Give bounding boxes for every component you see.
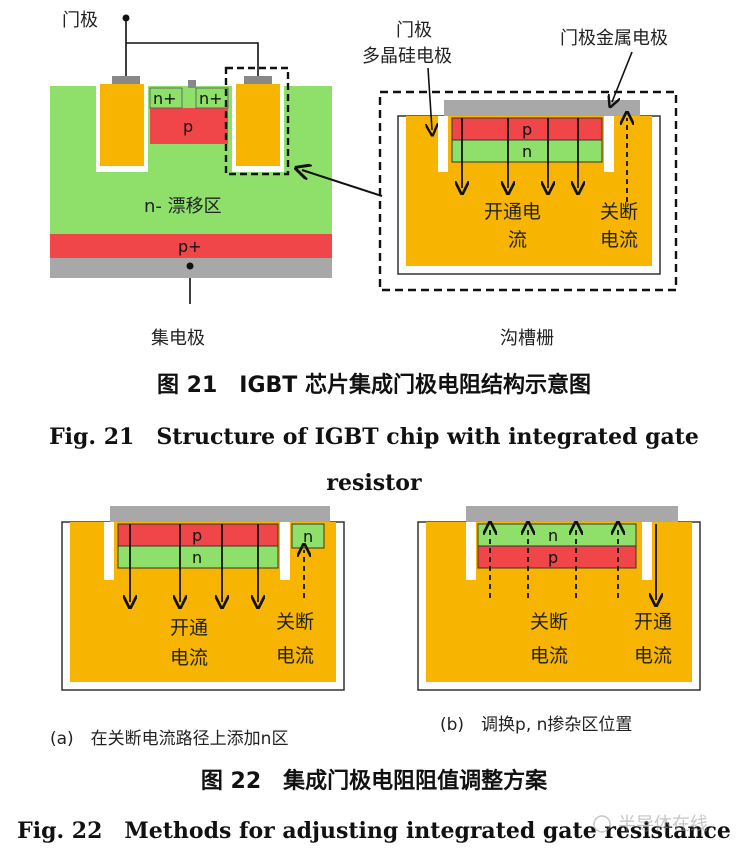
- metal-gate-pointer: [612, 51, 633, 102]
- watermark-text: 半导体在线: [618, 814, 708, 835]
- on-current-arrows: [462, 118, 578, 188]
- highlight-box: [224, 66, 290, 176]
- p-plus-label: p+: [178, 237, 202, 256]
- fig21-caption-en-2: resistor: [326, 470, 422, 496]
- fig22a-off-label-1: 关断: [276, 611, 314, 633]
- emitter-contact: [188, 80, 196, 88]
- watermark: 半导体在线: [593, 814, 708, 835]
- igbt-cross-section: [50, 14, 332, 304]
- collector-label: 集电极: [151, 328, 205, 349]
- gate-pad-left: [112, 76, 140, 84]
- n-plus-region-left: [149, 87, 183, 109]
- fig22b-on-label-1: 开通: [634, 611, 672, 633]
- fig22a-on-label-1: 开通: [170, 617, 208, 639]
- fig22b-off-label-1: 关断: [530, 611, 568, 633]
- fig22-caption-en: Fig. 22 Methods for adjusting integrated…: [17, 818, 731, 844]
- on-current-label-1: 开通电: [484, 201, 541, 223]
- fig22b-caption: (b) 调换p, n掺杂区位置: [440, 715, 632, 735]
- p-plus-layer: [50, 234, 332, 258]
- trench-poly-right: [236, 84, 280, 166]
- p-region-label: p: [522, 120, 532, 139]
- fig22-caption-cn: 图 22 集成门极电阻阻值调整方案: [201, 768, 548, 794]
- fig22b-off-label-2: 电流: [530, 645, 568, 667]
- off-current-label-2: 电流: [600, 229, 638, 251]
- fig22b-diagram: [417, 506, 701, 691]
- gate-metal-strip: [110, 506, 330, 522]
- n-region-label: n: [522, 142, 532, 161]
- off-current-label-1: 关断: [600, 201, 638, 223]
- trench-label: 沟槽栅: [500, 328, 554, 349]
- trench-poly-left: [100, 84, 144, 166]
- gate-metal-strip: [466, 506, 678, 522]
- fig22b-p-label: p: [548, 548, 558, 567]
- p-body-region: [150, 108, 228, 144]
- watermark-logo-icon: [593, 815, 611, 833]
- gate-wire: [125, 42, 259, 76]
- p-body-label: p: [183, 117, 193, 136]
- on-current-label-2: 流: [508, 229, 527, 251]
- n-plus-label-2: n+: [199, 89, 223, 108]
- fig21-caption-cn: 图 21 IGBT 芯片集成门极电阻结构示意图: [157, 372, 591, 398]
- fig22b-on-label-2: 电流: [634, 645, 672, 667]
- metal-gate-label: 门极金属电极: [560, 28, 668, 49]
- n-plus-label-1: n+: [153, 89, 177, 108]
- poly-gate-pointer: [428, 67, 432, 130]
- collector-terminal-dot: [186, 262, 194, 270]
- zoom-arrow: [302, 170, 383, 197]
- zoom-frame: [378, 90, 678, 292]
- fig22a-small-n-label: n: [303, 527, 313, 546]
- off-current-arrows: [490, 528, 618, 598]
- drift-label: n- 漂移区: [144, 196, 222, 217]
- fig22a-n-label: n: [192, 548, 202, 567]
- n-region: [451, 139, 603, 163]
- p-region: [477, 545, 637, 569]
- gate-pad-right: [244, 76, 272, 84]
- fig22a-on-label-2: 电流: [170, 647, 208, 669]
- gate-metal-strip: [444, 100, 640, 116]
- fig22a-off-label-2: 电流: [276, 645, 314, 667]
- fig22a-caption: (a) 在关断电流路径上添加n区: [50, 729, 288, 749]
- poly-gate-label-1: 门极: [396, 20, 432, 41]
- fig22a-p-label: p: [192, 526, 202, 545]
- fig21-caption-en-1: Fig. 21 Structure of IGBT chip with inte…: [49, 424, 699, 450]
- oxide-gap-right: [604, 116, 614, 172]
- gate-label: 门极: [62, 10, 98, 31]
- n-plus-region-right: [195, 87, 229, 109]
- n-region: [117, 545, 279, 569]
- fig22b-n-label: n: [548, 526, 558, 545]
- on-current-arrows: [130, 524, 258, 602]
- poly-gate-label-2: 多晶硅电极: [362, 46, 452, 67]
- oxide-gap-left: [438, 116, 448, 172]
- trench-gate-detail: [378, 51, 678, 292]
- fig22a-diagram: [61, 506, 345, 691]
- gate-terminal-dot: [122, 14, 130, 22]
